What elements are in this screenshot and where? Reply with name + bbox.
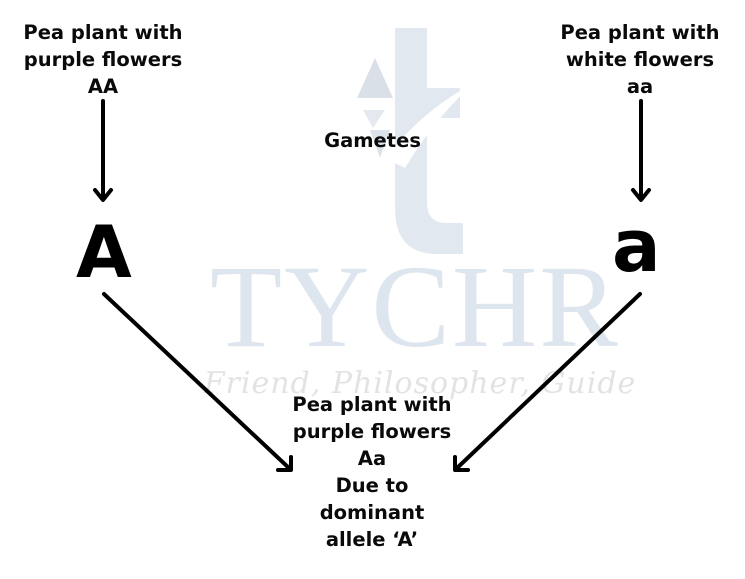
left-parent-line1: Pea plant with (23, 21, 183, 44)
offspring-genotype: Aa (357, 447, 387, 470)
gamete-allele-recessive: a (612, 204, 661, 288)
right-parent-line2: white flowers (565, 48, 715, 71)
arrow-right-gamete-to-offspring (453, 292, 642, 472)
tychr-logo-icon (357, 28, 473, 254)
watermark-brand: TYCHR (210, 241, 620, 372)
gamete-allele-dominant: A (76, 210, 132, 294)
arrow-right-parent-to-gamete (631, 99, 651, 202)
offspring-line1: Pea plant with (292, 393, 452, 416)
watermark-tagline: Friend, Philosopher, Guide (203, 366, 637, 401)
arrow-left-gamete-to-offspring (102, 292, 293, 472)
offspring-line6: allele ‘A’ (325, 528, 419, 551)
left-parent-line2: purple flowers (23, 48, 183, 71)
right-parent-line1: Pea plant with (560, 21, 720, 44)
offspring-line5: dominant (319, 501, 425, 524)
left-parent-label: Pea plant with purple flowers AA (3, 19, 203, 100)
offspring-line4: Due to (335, 474, 409, 497)
right-parent-genotype: aa (626, 75, 654, 98)
gametes-label: Gametes (324, 129, 421, 152)
left-parent-genotype: AA (87, 75, 119, 98)
right-parent-label: Pea plant with white flowers aa (540, 19, 740, 100)
offspring-line2: purple flowers (292, 420, 452, 443)
arrow-left-parent-to-gamete (93, 99, 113, 202)
offspring-label: Pea plant with purple flowers Aa Due to … (272, 391, 472, 553)
